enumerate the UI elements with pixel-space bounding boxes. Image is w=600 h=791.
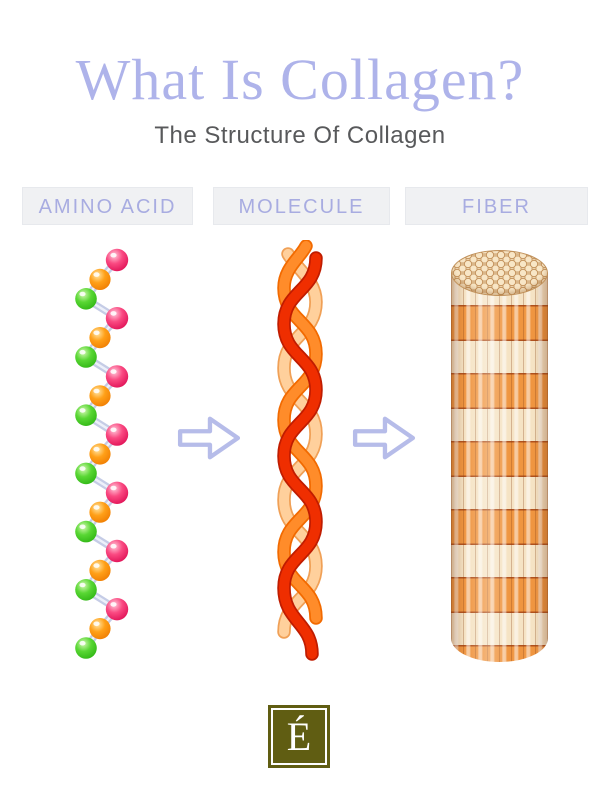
amino-ball-green <box>75 520 97 543</box>
amino-acid-chain-illustration <box>75 248 129 659</box>
molecule-helix-illustration <box>277 240 323 661</box>
amino-ball-highlight <box>110 369 117 374</box>
amino-ball-orange <box>89 385 111 407</box>
amino-ball-pink <box>105 598 129 621</box>
amino-ball-pink <box>105 248 129 272</box>
amino-ball-green <box>75 579 97 601</box>
fiber-rod-ends-top <box>451 250 548 296</box>
fiber-illustration <box>451 250 548 662</box>
amino-ball-highlight <box>79 291 86 297</box>
amino-ball-pink <box>105 539 129 563</box>
stage-label-text: MOLECULE <box>238 196 365 218</box>
amino-acid-balls <box>75 248 129 659</box>
amino-ball-highlight <box>93 388 100 394</box>
amino-ball-highlight <box>93 621 100 627</box>
page-title: What Is Collagen? <box>75 47 525 112</box>
amino-ball-highlight <box>79 466 86 471</box>
amino-ball-highlight <box>110 485 117 491</box>
amino-ball-highlight <box>79 349 86 355</box>
amino-ball-orange <box>89 618 111 640</box>
amino-ball-highlight <box>79 640 86 646</box>
amino-ball-green <box>75 346 97 368</box>
amino-ball-green <box>75 404 97 426</box>
amino-ball-highlight <box>93 505 100 510</box>
amino-ball-pink <box>105 423 129 446</box>
stage-label-molecule: MOLECULE <box>213 187 390 225</box>
amino-ball-highlight <box>93 563 100 568</box>
strand-red <box>278 253 322 659</box>
amino-ball-highlight <box>110 543 117 549</box>
amino-ball-highlight <box>93 446 100 452</box>
arrow-right-shape <box>352 416 416 460</box>
amino-ball-highlight <box>93 330 100 336</box>
page-subtitle: The Structure Of Collagen <box>154 122 446 149</box>
amino-ball-orange <box>89 268 111 290</box>
strand-orange <box>278 241 322 623</box>
stage-label-text: FIBER <box>462 196 531 218</box>
amino-ball-highlight <box>79 582 86 588</box>
brand-logo-letter: É <box>286 713 312 759</box>
arrow-right-shape <box>177 416 241 460</box>
amino-ball-highlight <box>110 602 117 607</box>
stage-label-fiber: FIBER <box>405 187 588 225</box>
amino-ball-highlight <box>93 272 100 277</box>
arrow-right-icon <box>352 416 416 460</box>
amino-ball-pink <box>105 307 129 330</box>
amino-ball-pink <box>105 365 129 388</box>
amino-ball-highlight <box>110 427 117 433</box>
helix-strands <box>277 240 323 661</box>
amino-ball-highlight <box>79 408 86 413</box>
amino-ball-highlight <box>110 252 117 258</box>
amino-ball-orange <box>89 501 111 523</box>
brand-logo: É <box>268 705 330 768</box>
stage-label-text: AMINO ACID <box>38 196 177 218</box>
amino-ball-orange <box>89 443 111 465</box>
amino-ball-highlight <box>79 524 86 530</box>
amino-ball-green <box>75 288 97 310</box>
amino-ball-highlight <box>110 311 117 316</box>
strand-light <box>278 249 322 637</box>
amino-ball-green <box>75 637 97 659</box>
amino-ball-pink <box>105 481 129 504</box>
fiber-striped-body <box>451 273 548 662</box>
amino-ball-green <box>75 462 97 485</box>
stage-label-amino-acid: AMINO ACID <box>22 187 193 225</box>
amino-ball-orange <box>89 327 111 349</box>
arrow-right-icon <box>177 416 241 460</box>
amino-ball-orange <box>89 559 111 581</box>
